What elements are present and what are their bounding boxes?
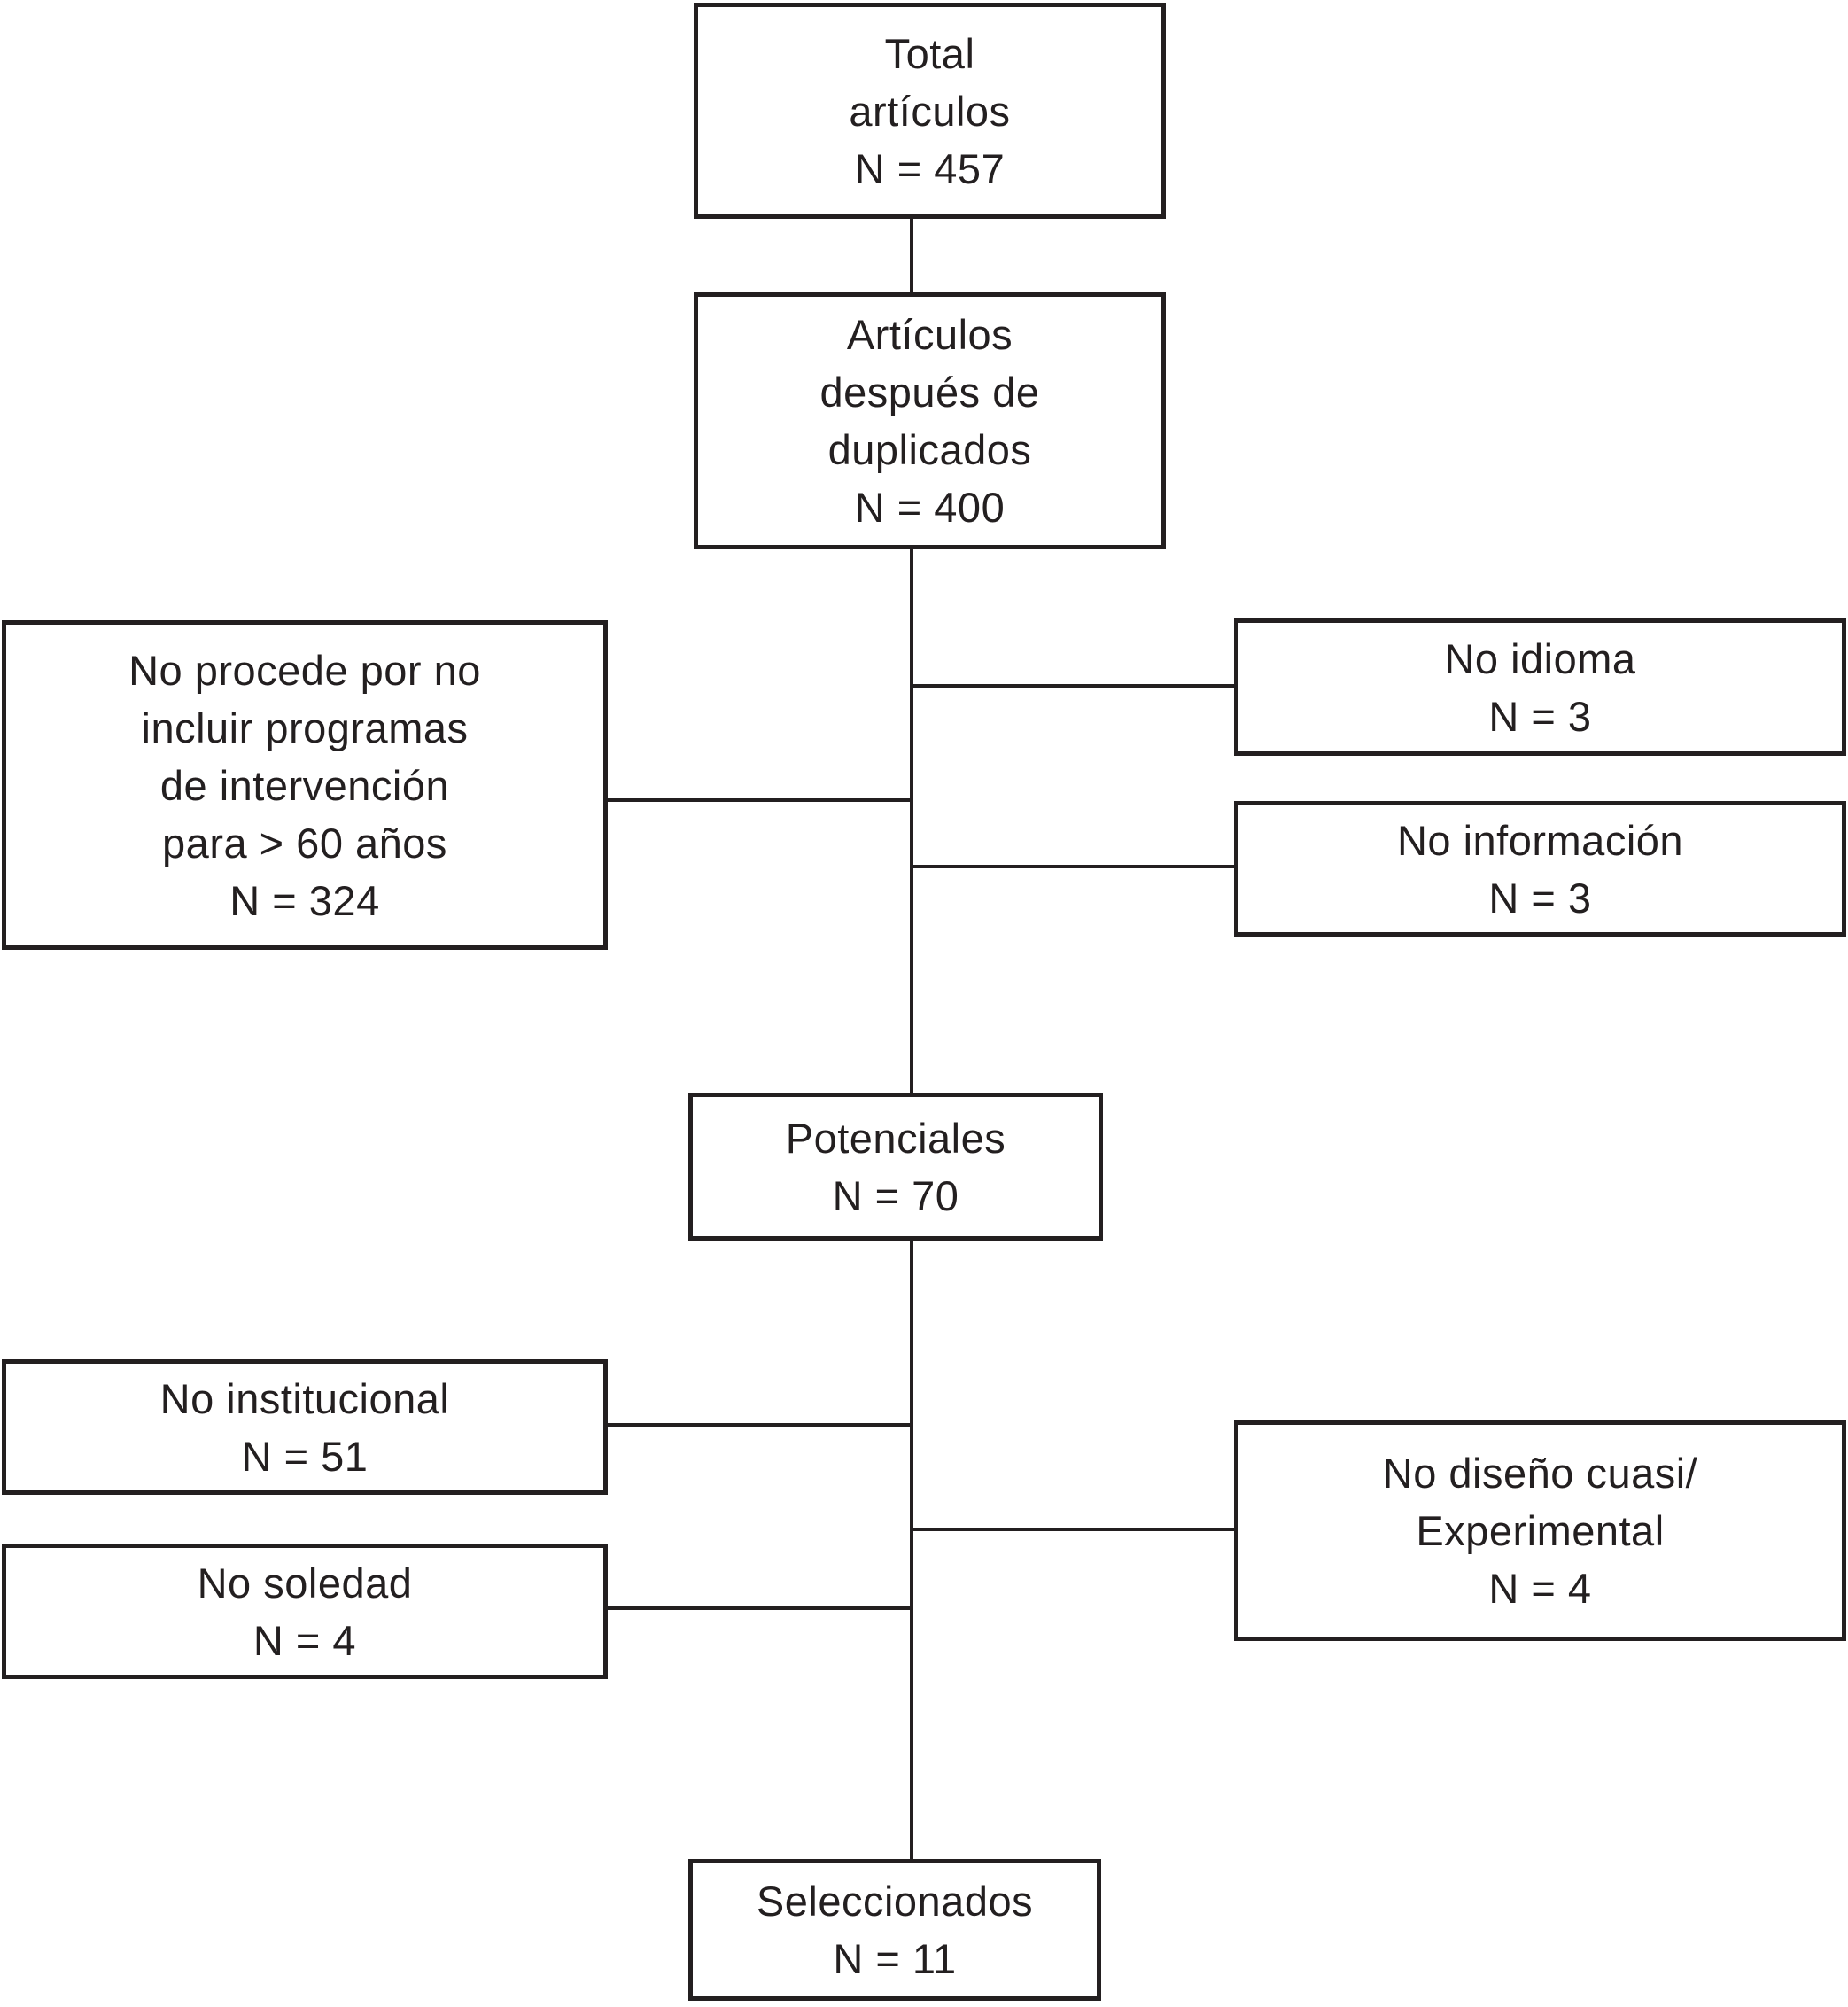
box-articulos-despues-duplicados: Artículos después de duplicados N = 400 — [694, 292, 1166, 549]
box-line: incluir programas — [141, 704, 469, 751]
connector-to-no-institucional — [608, 1423, 912, 1427]
box-line: N = 4 — [252, 1616, 357, 1664]
box-line: Seleccionados — [756, 1878, 1034, 1925]
box-line: N = 11 — [833, 1935, 957, 1982]
box-line: después de — [819, 369, 1040, 416]
box-no-soledad: No soledad N = 4 — [2, 1544, 608, 1679]
box-no-procede: No procede por no incluir programas de i… — [2, 620, 608, 950]
box-line: Artículos — [846, 311, 1013, 358]
box-no-informacion: No información N = 3 — [1234, 801, 1846, 937]
box-line: N = 70 — [832, 1171, 959, 1219]
box-line: de intervención — [159, 761, 450, 809]
box-line: N = 3 — [1488, 692, 1592, 740]
box-line: N = 457 — [854, 144, 1006, 192]
box-line: Experimental — [1416, 1507, 1665, 1554]
connector-to-no-diseno — [912, 1528, 1234, 1531]
connector-trunk-lower — [910, 1239, 913, 1861]
box-potenciales: Potenciales N = 70 — [688, 1093, 1103, 1241]
box-line: Total — [884, 29, 975, 77]
box-line: Potenciales — [785, 1114, 1006, 1162]
connector-to-no-idioma — [912, 684, 1234, 688]
box-line: para > 60 años — [162, 819, 447, 867]
box-line: N = 400 — [854, 484, 1006, 531]
box-line: No institucional — [159, 1374, 450, 1422]
connector-to-no-informacion — [912, 865, 1234, 868]
box-line: No diseño cuasi/ — [1382, 1450, 1698, 1497]
box-line: No idioma — [1444, 634, 1636, 682]
box-line: No soledad — [197, 1559, 413, 1606]
box-seleccionados: Seleccionados N = 11 — [688, 1859, 1101, 2001]
connector-to-no-procede — [608, 798, 912, 802]
box-line: No procede por no — [128, 646, 481, 694]
box-no-idioma: No idioma N = 3 — [1234, 618, 1846, 756]
box-line: artículos — [849, 87, 1011, 135]
connector-to-no-soledad — [608, 1606, 912, 1610]
box-total-articulos: Total artículos N = 457 — [694, 3, 1166, 219]
box-no-diseno-cuasi-experimental: No diseño cuasi/ Experimental N = 4 — [1234, 1420, 1846, 1641]
box-no-institucional: No institucional N = 51 — [2, 1359, 608, 1495]
box-line: N = 324 — [229, 876, 380, 924]
box-line: N = 3 — [1488, 874, 1592, 922]
connector-total-to-duplicados — [910, 217, 913, 295]
box-line: N = 51 — [241, 1432, 369, 1480]
box-line: duplicados — [827, 426, 1032, 473]
connector-trunk-upper — [910, 548, 913, 1095]
box-line: N = 4 — [1488, 1565, 1592, 1612]
box-line: No información — [1396, 816, 1684, 864]
